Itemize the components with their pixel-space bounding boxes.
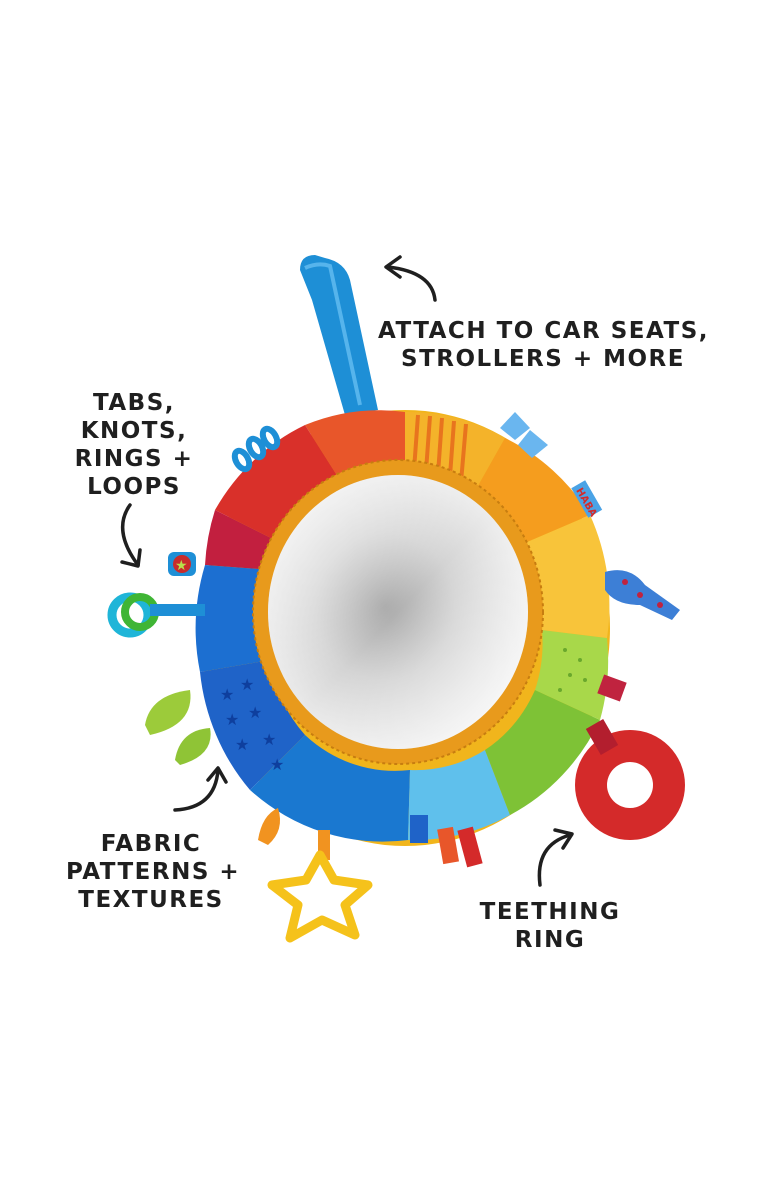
star-tab: ★ (168, 552, 196, 576)
svg-text:★: ★ (240, 675, 254, 694)
svg-text:★: ★ (248, 703, 262, 722)
fabric-loops (231, 425, 281, 473)
leaf-tabs (145, 690, 211, 765)
callout-arrows (120, 255, 574, 887)
svg-text:★: ★ (270, 755, 284, 774)
bottom-ribbon-tabs (258, 808, 483, 868)
svg-text:★: ★ (175, 558, 188, 574)
svg-text:★: ★ (220, 685, 234, 704)
svg-text:★: ★ (262, 730, 276, 749)
svg-text:★: ★ (235, 735, 249, 754)
callout-fabric: FABRIC PATTERNS + TEXTURES (66, 831, 241, 913)
arrow-fabric-icon (173, 768, 220, 812)
striped-tabs (500, 412, 548, 458)
callout-teething: TEETHING RING (479, 899, 621, 953)
red-tab (597, 674, 627, 702)
callout-attach: ATTACH TO CAR SEATS, STROLLERS + MORE (378, 318, 709, 372)
callout-tabs: TABS, KNOTS, RINGS + LOOPS (74, 390, 194, 500)
teething-ring (575, 719, 685, 840)
hanging-strap (300, 255, 378, 415)
svg-text:★: ★ (225, 710, 239, 729)
plastic-rings (107, 592, 205, 638)
arrow-teething-icon (537, 833, 572, 887)
arrow-tabs-icon (120, 503, 140, 567)
arrow-attach-icon (386, 265, 437, 302)
knot-tab (605, 570, 680, 620)
rainbow-fabric-ring: ★★★ ★★★ ★ (195, 410, 610, 842)
star-ring (267, 830, 373, 943)
